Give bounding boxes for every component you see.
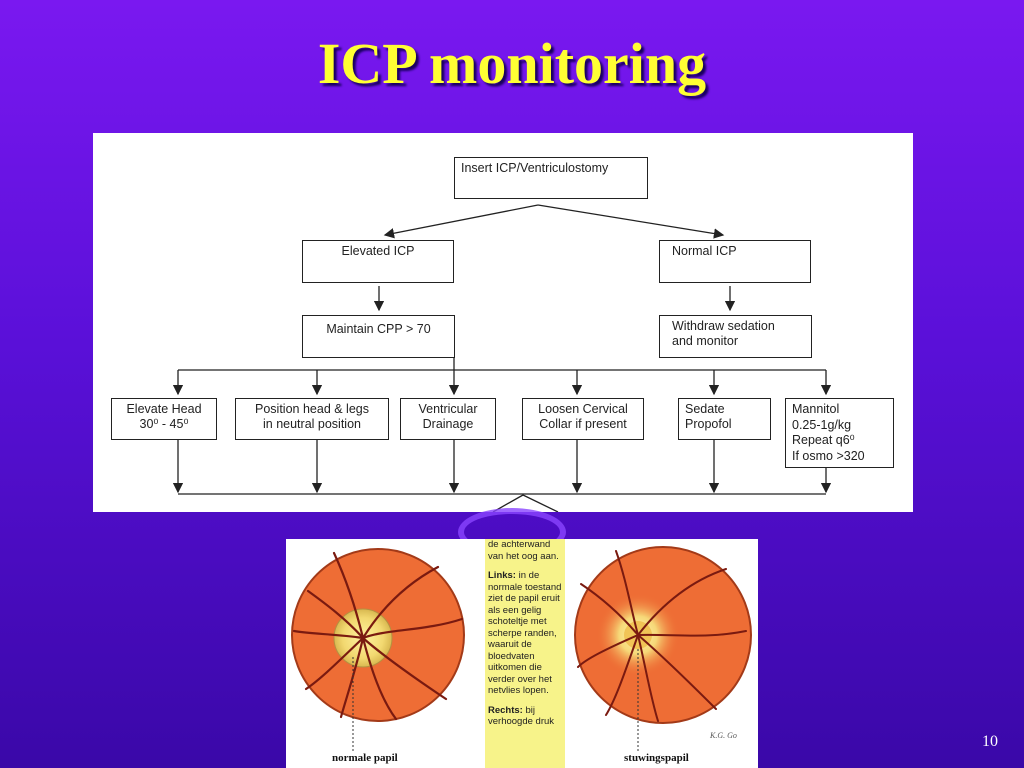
- box-elevate-head-line-1: Elevate Head: [126, 402, 202, 416]
- notes-rechts-text: bij verhoogde druk: [488, 704, 555, 728]
- notes-links: Links: in de normale toestand ziet de pa…: [488, 570, 562, 697]
- box-drainage-line-1: Ventricular: [418, 402, 478, 416]
- box-elevated-icp-label: Elevated ICP: [341, 244, 415, 258]
- box-collar-line-1: Loosen Cervical: [538, 402, 628, 416]
- box-maintain-cpp-label: Maintain CPP > 70: [326, 322, 431, 336]
- box-maintain-cpp: Maintain CPP > 70: [302, 315, 455, 358]
- illustrator-signature: K.G. Go: [710, 731, 737, 740]
- notes-rechts: Rechts: bij verhoogde druk: [488, 705, 562, 728]
- notes-links-label: Links:: [488, 570, 516, 581]
- notes-intro: de achterwand van het oog aan.: [488, 539, 559, 562]
- page-number: 10: [982, 733, 998, 750]
- box-normal-icp-label: Normal ICP: [672, 244, 737, 258]
- box-elevate-head-line-2: 30⁰ - 45⁰: [139, 417, 189, 431]
- box-mannitol-line-2: 0.25-1g/kg: [792, 417, 852, 432]
- papilledema-fundus: [574, 546, 752, 753]
- box-withdraw-line-1: Withdraw sedation: [672, 319, 775, 333]
- box-ventricular-drainage: Ventricular Drainage: [400, 398, 496, 440]
- box-loosen-collar: Loosen Cervical Collar if present: [522, 398, 644, 440]
- box-sedate-propofol: Sedate Propofol: [678, 398, 771, 440]
- box-normal-icp: Normal ICP: [659, 240, 811, 283]
- box-collar-line-2: Collar if present: [539, 417, 627, 431]
- box-elevated-icp: Elevated ICP: [302, 240, 454, 283]
- normal-papilla-fundus: [291, 548, 465, 751]
- flowchart-connectors: [172, 204, 832, 512]
- notes-links-text: in de normale toestand ziet de papil eru…: [488, 570, 562, 696]
- box-elevate-head: Elevate Head 30⁰ - 45⁰: [111, 398, 217, 440]
- flowchart-panel: Insert ICP/Ventriculostomy Elevated ICP …: [93, 133, 913, 512]
- box-mannitol: Mannitol 0.25-1g/kg Repeat q6⁰ If osmo >…: [785, 398, 894, 468]
- box-insert-icp-label: Insert ICP/Ventriculostomy: [461, 161, 609, 175]
- box-withdraw-line-2: and monitor: [672, 334, 739, 348]
- slide-title: ICP monitoring: [317, 31, 707, 96]
- decorative-swirl: [458, 508, 566, 556]
- box-position-head-line-2: in neutral position: [263, 417, 361, 431]
- caption-normale-papil: normale papil: [332, 752, 398, 764]
- caption-stuwingspapil: stuwingspapil: [624, 752, 689, 764]
- box-position-head-line-1: Position head & legs: [255, 402, 369, 416]
- box-position-head: Position head & legs in neutral position: [235, 398, 389, 440]
- box-withdraw-sedation: Withdraw sedation and monitor: [659, 315, 812, 358]
- box-sedate-line-1: Sedate: [685, 402, 725, 416]
- box-insert-icp: Insert ICP/Ventriculostomy: [454, 157, 648, 199]
- notes-rechts-label: Rechts:: [488, 704, 523, 716]
- box-mannitol-line-4: If osmo >320: [792, 448, 865, 463]
- fundus-notes: de achterwand van het oog aan. Links: in…: [485, 539, 565, 768]
- box-sedate-line-2: Propofol: [685, 417, 732, 431]
- fundus-illustrations: [291, 546, 752, 753]
- box-mannitol-line-3: Repeat q6⁰: [792, 433, 855, 447]
- box-drainage-line-2: Drainage: [422, 417, 474, 431]
- fundus-figure: de achterwand van het oog aan. Links: in…: [286, 539, 758, 768]
- box-mannitol-line-1: Mannitol: [792, 402, 840, 416]
